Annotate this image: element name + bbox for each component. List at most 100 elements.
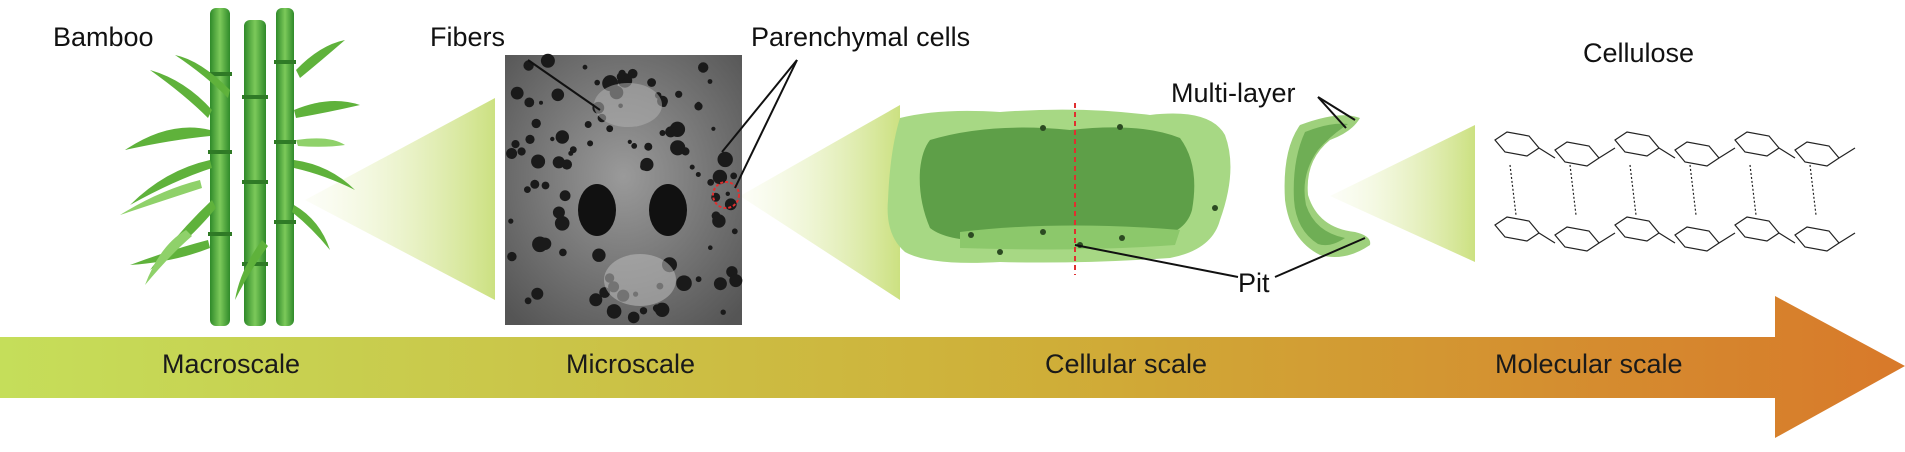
parenchymal-leader-2 (734, 59, 798, 189)
glucose-ring (1794, 226, 1856, 252)
hydrogen-bond (1509, 164, 1517, 216)
pore (711, 126, 716, 131)
pore (531, 118, 541, 129)
pore (670, 140, 686, 156)
glucose-ring (1794, 141, 1856, 167)
multilayer-leader-2 (1317, 96, 1347, 129)
fibers-label: Fibers (430, 22, 506, 52)
pore (675, 90, 683, 98)
pore (724, 198, 737, 211)
pore (594, 79, 600, 86)
pore (540, 53, 555, 68)
parenchymal-highlight-circle (712, 181, 740, 209)
pore (531, 154, 546, 169)
pit-label: Pit (1238, 268, 1270, 298)
pore (730, 172, 738, 180)
pore (554, 216, 570, 231)
scale-label-cellular: Cellular scale (1045, 349, 1208, 379)
pore (639, 307, 648, 315)
glucose-ring (1614, 131, 1676, 159)
pore (712, 214, 726, 228)
pore (517, 147, 526, 156)
scale-label-micro: Microscale (566, 349, 696, 379)
cellulose-structure-illustration (1494, 131, 1856, 252)
parenchymal-label: Parenchymal cells (751, 22, 971, 52)
glucose-ring (1734, 131, 1796, 159)
bamboo-label: Bamboo (53, 22, 154, 52)
wall-fragment-illustration (1284, 115, 1371, 258)
pore (525, 134, 535, 144)
pit-leader-2 (1274, 237, 1366, 278)
hydrogen-bond (1629, 164, 1637, 216)
multilayer-label: Multi-layer (1171, 78, 1296, 108)
pore (550, 136, 555, 142)
bamboo-illustration (120, 8, 360, 326)
pore (587, 140, 594, 147)
pore (627, 68, 638, 79)
pit-leader-1 (1074, 244, 1239, 278)
scale-arrow (0, 296, 1905, 438)
parenchymal-leader-1 (721, 59, 798, 153)
pore (552, 156, 565, 169)
pore (707, 179, 715, 186)
pore (551, 88, 565, 102)
pore (559, 248, 567, 257)
pore (582, 64, 588, 70)
hydrogen-bond (1569, 164, 1577, 216)
scale-label-molecular: Molecular scale (1495, 349, 1683, 379)
pore (665, 126, 677, 138)
pore (559, 190, 571, 202)
scale-label-macro: Macroscale (162, 349, 301, 379)
pore (524, 186, 531, 194)
zoom-cone-wall-to-cellulose (1330, 125, 1475, 262)
pore (524, 297, 532, 305)
hydrogen-bond (1809, 164, 1817, 216)
pore (694, 102, 703, 111)
glucose-ring (1554, 226, 1616, 252)
pore (507, 251, 517, 262)
pore (731, 228, 738, 235)
pore (584, 121, 592, 128)
pore (655, 302, 670, 317)
cellulose-label: Cellulose (1583, 38, 1695, 68)
pore (631, 143, 638, 149)
pore (511, 140, 520, 149)
micrograph-image (505, 53, 743, 325)
pore (530, 179, 540, 189)
hydrogen-bond (1749, 164, 1757, 216)
pore (532, 236, 548, 253)
glucose-ring (1734, 216, 1796, 244)
pore (524, 97, 535, 108)
pore (689, 164, 695, 170)
pore (539, 100, 543, 105)
pore (640, 157, 654, 172)
pore (644, 142, 653, 151)
pore (606, 304, 622, 319)
pore (660, 100, 667, 108)
pore (729, 274, 743, 288)
pore (531, 287, 544, 300)
pore (606, 125, 614, 133)
pore (659, 130, 666, 136)
glucose-ring (1494, 131, 1556, 159)
zoom-cone-bamboo-to-micro (305, 98, 495, 300)
pore (508, 218, 514, 224)
cell-illustration (887, 103, 1231, 275)
pore (510, 86, 524, 100)
pore (725, 191, 730, 196)
pore (541, 181, 550, 190)
glucose-ring (1614, 216, 1676, 244)
pore (569, 146, 577, 154)
pore (713, 277, 727, 291)
glucose-ring (1674, 226, 1736, 252)
pore (698, 62, 709, 73)
pore (616, 72, 625, 81)
leader-lines (527, 59, 1366, 278)
pore (592, 248, 606, 262)
fibers-leader (527, 59, 601, 111)
glucose-ring (1494, 216, 1556, 244)
hydrogen-bond (1689, 164, 1697, 216)
pore (627, 139, 632, 144)
